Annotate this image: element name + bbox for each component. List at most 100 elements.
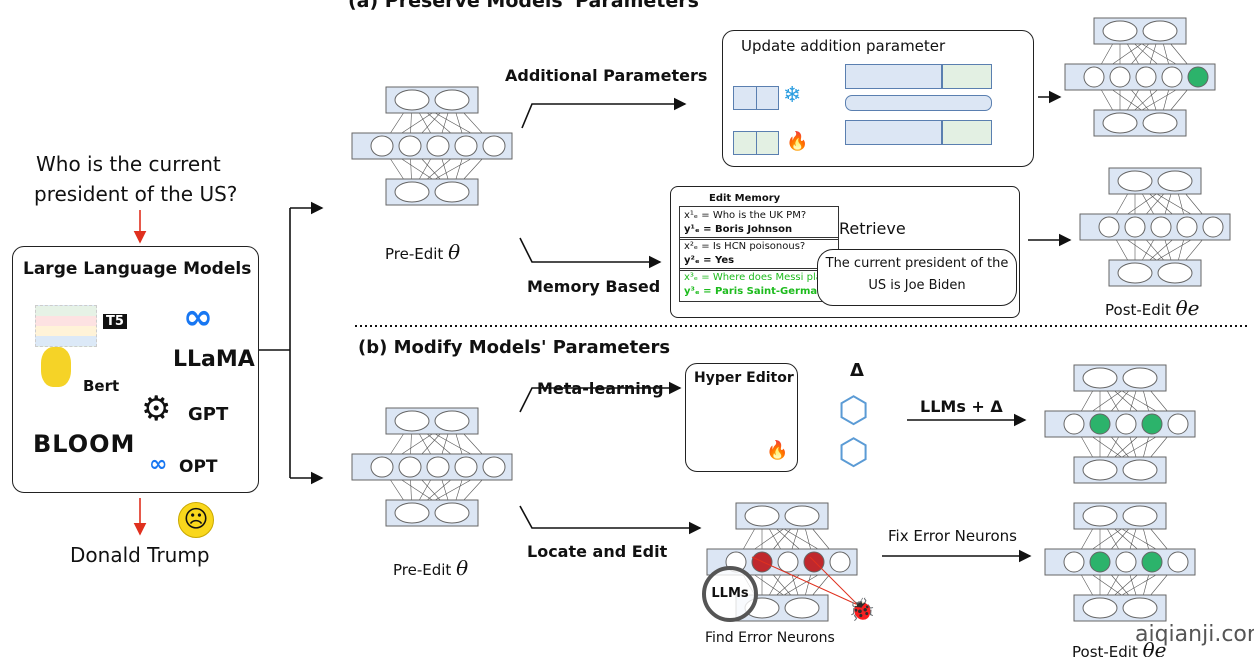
memory-answer: y²ₑ = Yes <box>684 255 735 266</box>
neuron <box>744 505 780 527</box>
update-addition-box: Update addition parameter ❄ 🔥 <box>722 30 1034 167</box>
neuron <box>1102 20 1138 42</box>
opt-label: OPT <box>179 457 218 477</box>
openai-logo-icon: ⚙ <box>141 389 172 429</box>
neuron <box>829 551 851 573</box>
neuron <box>1117 262 1153 284</box>
neuron <box>482 456 506 478</box>
memory-answer: y¹ₑ = Boris Johnson <box>684 224 793 235</box>
additional-params-result-network <box>1064 17 1216 137</box>
llm-box-title: Large Language Models <box>23 259 252 279</box>
edited-neuron <box>1089 551 1111 573</box>
neuron <box>1167 413 1189 435</box>
llms-plus-delta-label: LLMs + Δ <box>920 397 1003 416</box>
watermark: aiqianji.com <box>1135 622 1254 647</box>
sad-face-icon: ☹ <box>178 502 214 538</box>
neuron <box>426 135 450 157</box>
retrieve-label: Retrieve <box>839 219 906 238</box>
neuron <box>370 456 394 478</box>
neuron <box>1063 413 1085 435</box>
llama-label: LLaMA <box>173 347 255 372</box>
edit-memory-title: Edit Memory <box>709 193 781 204</box>
memory-result-network <box>1079 167 1231 287</box>
neuron <box>1115 551 1137 573</box>
neuron <box>1098 216 1120 238</box>
pre-edit-network-b <box>351 407 513 527</box>
meta-learning-label: Meta-learning <box>537 379 664 398</box>
fix-error-label: Fix Error Neurons <box>888 527 1017 545</box>
neuron <box>1124 216 1146 238</box>
molecule-icon: ⬡ <box>838 432 870 473</box>
neuron <box>370 135 394 157</box>
memory-entry-3: x³ₑ = Where does Messi play?y³ₑ = Paris … <box>679 268 839 302</box>
post-edit-text: Post-Edit <box>1072 643 1138 657</box>
edited-neuron <box>1141 551 1163 573</box>
neuron <box>1117 170 1153 192</box>
neuron <box>398 135 422 157</box>
layer-bottom <box>845 120 942 145</box>
llm-box: Large Language Models T5 ∞ LLaMA Bert ⚙ … <box>12 246 259 493</box>
neuron <box>1063 551 1085 573</box>
neuron <box>1082 505 1118 527</box>
neuron <box>1122 459 1158 481</box>
post-edit-b-label: Post-Edit θe <box>1072 638 1167 657</box>
memory-question: x²ₑ = Is HCN poisonous? <box>684 241 806 252</box>
pre-edit-network-a <box>351 86 513 206</box>
error-link <box>751 556 859 606</box>
memory-entry-2: x²ₑ = Is HCN poisonous? y²ₑ = Yes <box>679 237 839 271</box>
bloom-logo: BLOOM <box>33 430 136 458</box>
question-line1: Who is the current <box>36 152 221 176</box>
snowflake-icon: ❄ <box>783 83 802 108</box>
delta-symbol: Δ <box>850 360 864 381</box>
magnifier-icon: LLMs <box>702 566 758 622</box>
bert-label: Bert <box>83 377 120 395</box>
middle-bar <box>845 95 992 111</box>
edited-neuron <box>1141 413 1163 435</box>
hyper-editor-box: Hyper Editor 🔥 <box>685 363 798 472</box>
neuron <box>1142 112 1178 134</box>
neuron <box>1157 262 1193 284</box>
memory-based-label: Memory Based <box>527 277 661 296</box>
pre-edit-b-label: Pre-Edit θ <box>393 556 468 580</box>
question-line2: president of the US? <box>34 182 238 206</box>
neuron <box>1115 413 1137 435</box>
neuron <box>426 456 450 478</box>
t5-logo: T5 <box>103 314 127 329</box>
molecule-icon: ⬡ <box>838 390 870 431</box>
t5-diagram-icon <box>35 305 97 347</box>
neuron <box>1109 66 1131 88</box>
fire-icon: 🔥 <box>766 440 789 461</box>
neuron <box>454 456 478 478</box>
layer-top <box>845 64 942 89</box>
neuron <box>454 135 478 157</box>
neuron <box>1161 66 1183 88</box>
post-edit-a-label: Post-Edit θe <box>1105 296 1200 320</box>
pre-edit-text: Pre-Edit <box>393 561 452 579</box>
meta-logo-icon: ∞ <box>183 297 213 338</box>
neuron <box>784 505 820 527</box>
neuron <box>394 502 430 524</box>
post-edit-text: Post-Edit <box>1105 301 1171 319</box>
neuron <box>1102 112 1138 134</box>
edited-neuron <box>803 551 825 573</box>
neuron <box>777 551 799 573</box>
theta-symbol: θ <box>456 556 469 580</box>
neuron <box>784 597 820 619</box>
theta-e-symbol: θe <box>1175 296 1200 320</box>
additional-parameters-label: Additional Parameters <box>505 66 708 85</box>
trainable-params <box>733 131 779 155</box>
meta-opt-logo-icon: ∞ <box>149 452 168 477</box>
neuron <box>434 410 470 432</box>
layer-box <box>1093 17 1187 45</box>
neuron <box>394 410 430 432</box>
neuron <box>1122 597 1158 619</box>
neuron <box>1202 216 1224 238</box>
frozen-params <box>733 86 779 110</box>
neuron <box>1082 459 1118 481</box>
section-a-title: (a) Preserve Models' Parameters <box>348 0 699 12</box>
theta-symbol: θ <box>448 240 461 264</box>
update-box-title: Update addition parameter <box>741 37 946 55</box>
neuron <box>1142 20 1178 42</box>
